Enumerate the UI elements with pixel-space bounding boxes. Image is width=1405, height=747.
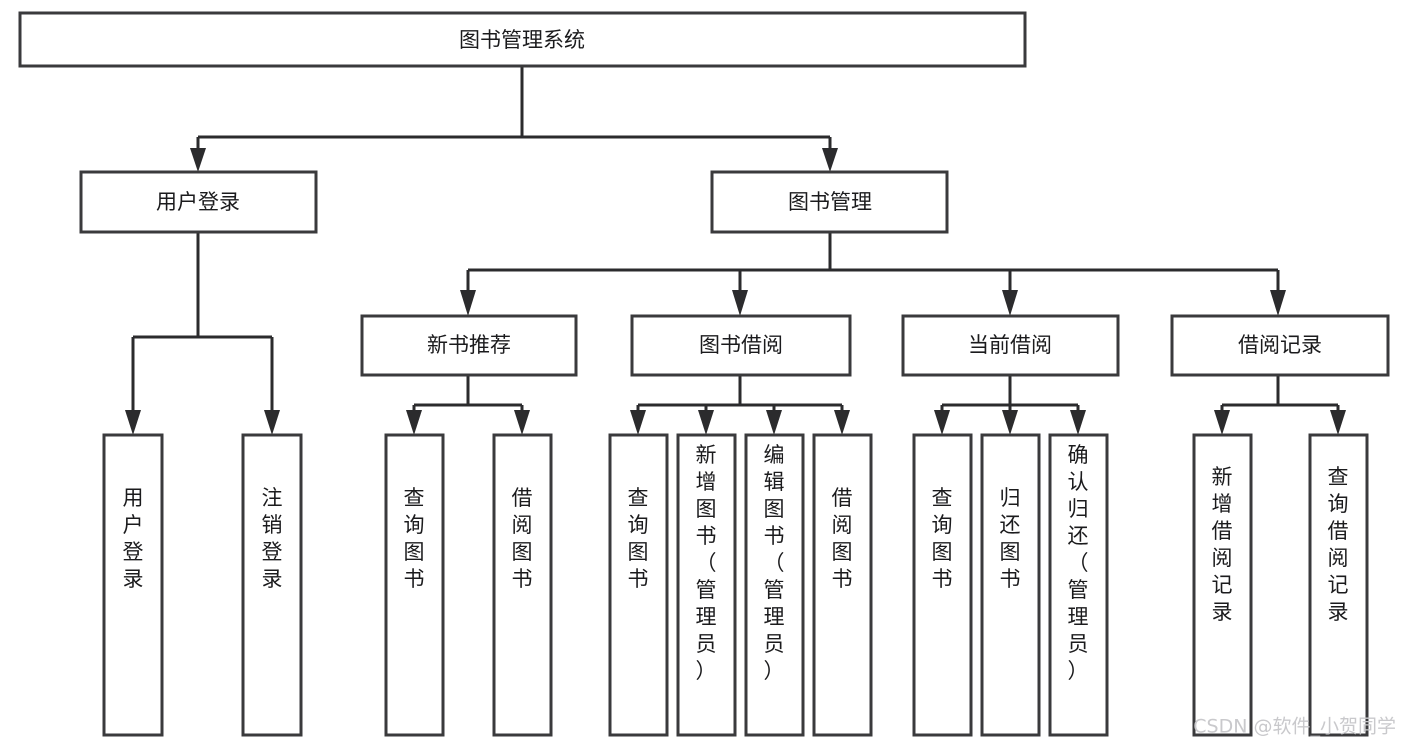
- node-leaf-query-record-box[interactable]: [1308, 433, 1369, 737]
- node-current-borrow[interactable]: 当前借阅: [901, 314, 1120, 377]
- node-user-login-box[interactable]: [79, 170, 318, 234]
- node-book-borrow[interactable]: 图书借阅: [630, 314, 852, 377]
- node-leaf-return-book-label: 归还图书: [1000, 486, 1021, 591]
- node-leaf-add-record-box[interactable]: [1192, 433, 1253, 737]
- node-borrow-record-box[interactable]: [1170, 314, 1390, 377]
- node-borrow-record[interactable]: 借阅记录: [1170, 314, 1390, 377]
- node-book-manage[interactable]: 图书管理: [710, 170, 949, 234]
- node-leaf-query-record[interactable]: 查询借阅记录: [1308, 433, 1369, 737]
- node-user-login[interactable]: 用户登录: [79, 170, 318, 234]
- node-root-box[interactable]: [18, 11, 1027, 68]
- arrow-head-borrow-record: [1270, 290, 1286, 316]
- connector-layer: [125, 66, 1346, 435]
- arrow-head-leaf-borrow-book-2: [834, 410, 850, 435]
- node-leaf-borrow-book-1-label: 借阅图书: [512, 486, 533, 591]
- arrow-head-leaf-user-login: [125, 410, 141, 435]
- arrow-head-leaf-query-book-3: [934, 410, 950, 435]
- node-book-manage-box[interactable]: [710, 170, 949, 234]
- arrow-head-user-login: [190, 148, 206, 172]
- node-root[interactable]: 图书管理系统: [18, 11, 1027, 68]
- node-current-borrow-box[interactable]: [901, 314, 1120, 377]
- node-leaf-query-book-3-label: 查询图书: [932, 486, 953, 591]
- arrow-head-leaf-return-book: [1002, 410, 1018, 435]
- node-leaf-query-record-label: 查询借阅记录: [1328, 465, 1349, 624]
- node-leaf-add-book[interactable]: 新增图书（管理员）: [676, 433, 737, 737]
- node-leaf-logout-login-box[interactable]: [241, 433, 303, 737]
- node-borrow-record-label: 借阅记录: [1238, 333, 1322, 357]
- node-leaf-query-book-2[interactable]: 查询图书: [608, 433, 669, 737]
- node-user-login-label: 用户登录: [156, 190, 240, 214]
- node-leaf-borrow-book-2-box[interactable]: [812, 433, 873, 737]
- watermark-label: CSDN @软件_小贺同学: [1193, 716, 1396, 738]
- node-new-book-recommend-label: 新书推荐: [427, 333, 511, 357]
- node-leaf-query-book-1[interactable]: 查询图书: [384, 433, 445, 737]
- node-new-book-recommend-box[interactable]: [360, 314, 578, 377]
- node-leaf-edit-book[interactable]: 编辑图书（管理员）: [744, 433, 805, 737]
- node-leaf-query-book-1-box[interactable]: [384, 433, 445, 737]
- arrow-head-new-book-recommend: [460, 290, 476, 316]
- node-leaf-edit-book-label: 编辑图书（管理员）: [764, 443, 785, 683]
- node-leaf-add-book-box[interactable]: [676, 433, 737, 737]
- arrow-head-leaf-query-book-1: [406, 410, 422, 435]
- node-leaf-borrow-book-2[interactable]: 借阅图书: [812, 433, 873, 737]
- node-leaf-logout-login-label: 注销登录: [262, 486, 283, 591]
- node-leaf-user-login[interactable]: 用户登录: [102, 433, 164, 737]
- node-leaf-borrow-book-1-box[interactable]: [492, 433, 553, 737]
- node-leaf-query-book-3-box[interactable]: [912, 433, 973, 737]
- node-leaf-query-book-1-label: 查询图书: [404, 486, 425, 591]
- node-leaf-query-book-2-box[interactable]: [608, 433, 669, 737]
- arrow-head-current-borrow: [1002, 290, 1018, 316]
- node-leaf-edit-book-box[interactable]: [744, 433, 805, 737]
- node-leaf-borrow-book-1[interactable]: 借阅图书: [492, 433, 553, 737]
- node-leaf-borrow-book-2-label: 借阅图书: [832, 486, 853, 591]
- node-leaf-add-record[interactable]: 新增借阅记录: [1192, 433, 1253, 737]
- node-book-borrow-box[interactable]: [630, 314, 852, 377]
- arrow-head-leaf-query-book-2: [630, 410, 646, 435]
- node-leaf-return-book[interactable]: 归还图书: [980, 433, 1041, 737]
- node-leaf-user-login-label: 用户登录: [123, 486, 144, 591]
- node-leaf-add-book-label: 新增图书（管理员）: [696, 443, 717, 683]
- arrow-head-leaf-add-book: [698, 410, 714, 435]
- node-leaf-query-book-2-label: 查询图书: [628, 486, 649, 591]
- node-leaf-confirm-return[interactable]: 确认归还（管理员）: [1048, 433, 1109, 737]
- node-root-label: 图书管理系统: [459, 28, 585, 52]
- node-leaf-confirm-return-box[interactable]: [1048, 433, 1109, 737]
- node-leaf-user-login-box[interactable]: [102, 433, 164, 737]
- arrow-head-leaf-logout-login: [264, 410, 280, 435]
- node-leaf-confirm-return-label: 确认归还（管理员）: [1068, 443, 1089, 683]
- arrow-head-leaf-query-record: [1330, 410, 1346, 435]
- node-current-borrow-label: 当前借阅: [968, 333, 1052, 357]
- node-new-book-recommend[interactable]: 新书推荐: [360, 314, 578, 377]
- arrow-head-leaf-edit-book: [766, 410, 782, 435]
- node-book-borrow-label: 图书借阅: [699, 333, 783, 357]
- arrow-head-book-borrow: [732, 290, 748, 316]
- arrow-head-leaf-confirm-return: [1070, 410, 1086, 435]
- arrow-head-leaf-borrow-book-1: [514, 410, 530, 435]
- node-leaf-add-record-label: 新增借阅记录: [1212, 465, 1233, 624]
- node-book-manage-label: 图书管理: [788, 190, 872, 214]
- arrow-head-leaf-add-record: [1214, 410, 1230, 435]
- node-leaf-return-book-box[interactable]: [980, 433, 1041, 737]
- node-leaf-query-book-3[interactable]: 查询图书: [912, 433, 973, 737]
- node-leaf-logout-login[interactable]: 注销登录: [241, 433, 303, 737]
- arrow-head-book-manage: [822, 148, 838, 172]
